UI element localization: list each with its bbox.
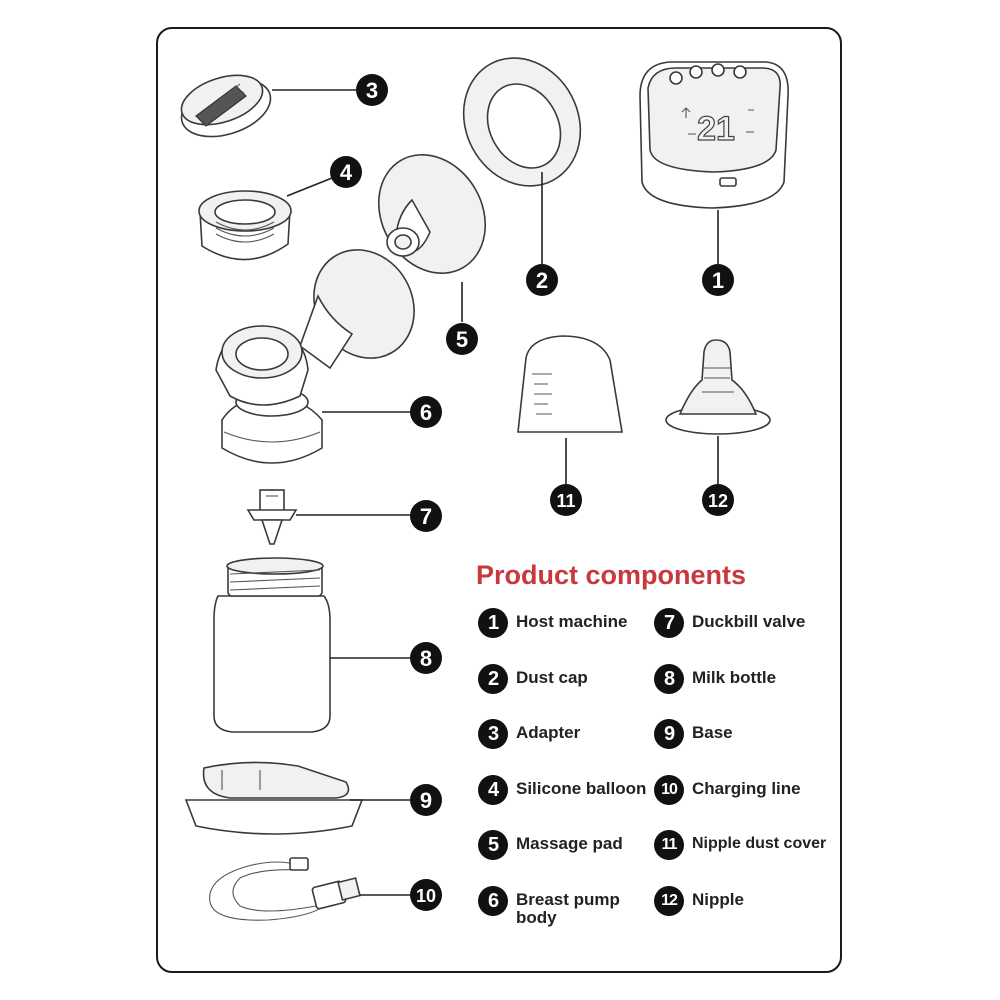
callout-10: 10 (410, 879, 442, 911)
legend-number: 4 (478, 775, 508, 805)
legend-label: Host machine (516, 612, 628, 631)
legend-item-milk-bottle: 8 Milk bottle (654, 664, 842, 694)
callout-2: 2 (526, 264, 558, 296)
svg-text:5: 5 (456, 327, 468, 352)
svg-text:1: 1 (712, 268, 724, 293)
svg-text:7: 7 (420, 504, 432, 529)
legend-number: 8 (654, 664, 684, 694)
leader-lines (272, 89, 719, 896)
legend-label: Milk bottle (692, 668, 777, 687)
duckbill-valve-drawing (246, 489, 298, 545)
legend-item-breast-pump-body: 6 Breast pump body (478, 886, 626, 927)
callout-12: 12 (702, 484, 734, 516)
legend-label: Adapter (516, 723, 581, 742)
base-drawing (184, 761, 364, 835)
nipple-drawing (665, 339, 771, 435)
legend-item-dust-cap: 2 Dust cap (478, 664, 656, 694)
callout-5: 5 (446, 323, 478, 355)
legend-item-charging-line: 10 Charging line (654, 775, 842, 805)
adapter-drawing (180, 74, 272, 138)
legend-label: Dust cap (516, 668, 588, 687)
legend-label: Silicone balloon (516, 779, 647, 798)
legend-number: 6 (478, 886, 508, 916)
massage-pad-drawing (377, 153, 487, 275)
legend-item-host-machine: 1 Host machine (478, 608, 656, 638)
svg-text:3: 3 (366, 78, 378, 103)
legend-item-nipple: 12 Nipple (654, 886, 842, 916)
callout-11: 11 (550, 484, 582, 516)
legend-number: 7 (654, 608, 684, 638)
legend-number: 1 (478, 608, 508, 638)
legend-number: 12 (654, 886, 684, 916)
legend-number: 10 (654, 775, 684, 805)
svg-text:2: 2 (536, 268, 548, 293)
nipple-dust-cover-drawing (517, 335, 623, 433)
svg-text:12: 12 (708, 491, 728, 511)
callout-1: 1 (702, 264, 734, 296)
silicone-balloon-drawing (198, 190, 292, 261)
svg-text:6: 6 (420, 400, 432, 425)
legend-number: 3 (478, 719, 508, 749)
legend-number: 5 (478, 830, 508, 860)
charging-line-drawing (209, 857, 361, 921)
callout-4: 4 (330, 156, 362, 188)
breast-pump-body-drawing (215, 249, 415, 464)
legend-item-silicone-balloon: 4 Silicone balloon (478, 775, 656, 805)
legend-label: Breast pump body (516, 890, 620, 927)
callout-9: 9 (410, 784, 442, 816)
svg-text:11: 11 (556, 491, 575, 511)
legend-item-duckbill-valve: 7 Duckbill valve (654, 608, 842, 638)
display-reading: 21 (697, 110, 735, 148)
svg-text:9: 9 (420, 788, 432, 813)
legend-title: Product components (476, 560, 747, 590)
svg-text:10: 10 (416, 886, 436, 906)
legend-label: Nipple (692, 890, 744, 909)
legend-label: Charging line (692, 779, 801, 798)
legend-label: Duckbill valve (692, 612, 806, 631)
milk-bottle-drawing (213, 557, 331, 733)
callout-7: 7 (410, 500, 442, 532)
callout-6: 6 (410, 396, 442, 428)
legend-number: 2 (478, 664, 508, 694)
svg-text:8: 8 (420, 646, 432, 671)
legend-number: 9 (654, 719, 684, 749)
legend-item-base: 9 Base (654, 719, 842, 749)
callout-8: 8 (410, 642, 442, 674)
legend-item-nipple-dust-cover: 11 Nipple dust cover (654, 830, 852, 860)
svg-text:4: 4 (340, 160, 353, 185)
legend-item-massage-pad: 5 Massage pad (478, 830, 656, 860)
legend-label: Base (692, 723, 733, 742)
legend-label: Massage pad (516, 834, 623, 853)
dust-cap-drawing (462, 57, 582, 187)
legend-number: 11 (654, 830, 684, 860)
legend-label: Nipple dust cover (692, 835, 827, 852)
host-machine-drawing: 21 (639, 61, 789, 209)
legend-item-adapter: 3 Adapter (478, 719, 656, 749)
callout-3: 3 (356, 74, 388, 106)
